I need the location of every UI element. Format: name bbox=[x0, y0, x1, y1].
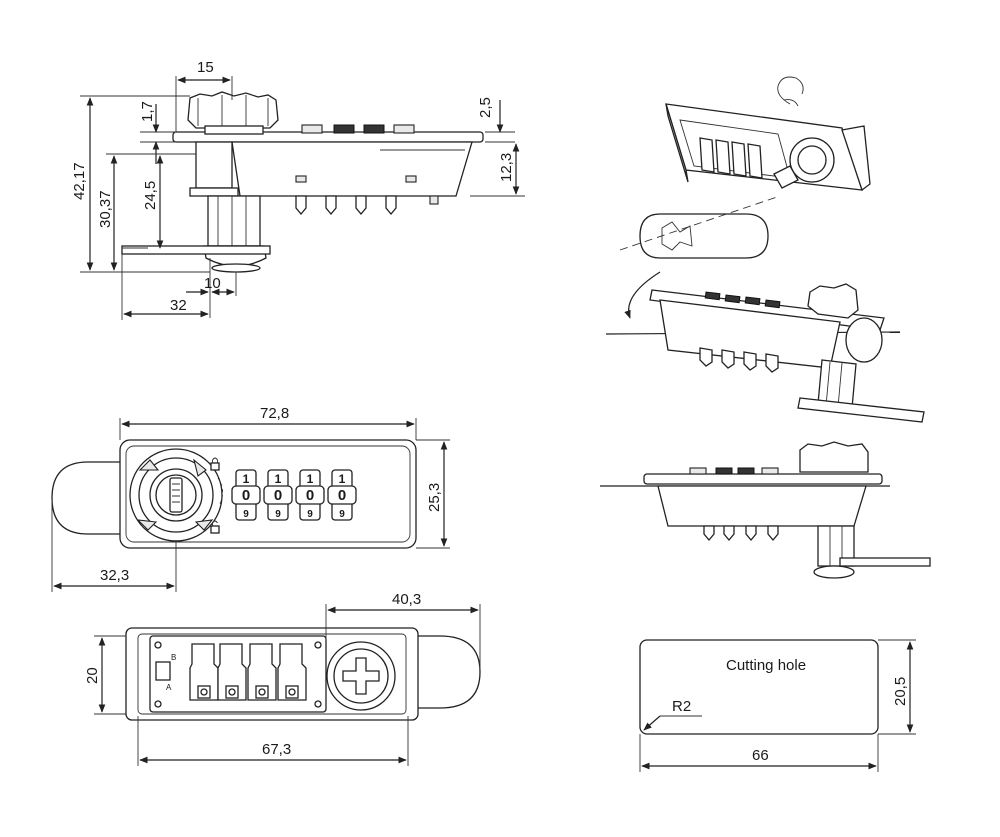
wheel-digit-bottom: 9 bbox=[339, 509, 345, 520]
gasket bbox=[639, 213, 769, 259]
side-wheel-tabs bbox=[301, 124, 415, 134]
dim-20: 20 bbox=[84, 667, 101, 684]
installed-tabs bbox=[689, 467, 779, 475]
rotation-arrow bbox=[624, 271, 661, 319]
side-wheel-stubs bbox=[295, 195, 439, 216]
dim-1-7: 1,7 bbox=[139, 101, 156, 122]
tilted-tabs bbox=[704, 291, 781, 309]
side-view: 15 1,7 42,17 30,37 24,5 2,5 bbox=[71, 59, 525, 320]
dim-40-3: 40,3 bbox=[392, 591, 421, 608]
wheel-digit-mid: 0 bbox=[338, 487, 346, 504]
lock-body-iso bbox=[665, 103, 863, 191]
wheel-digit-bottom: 9 bbox=[275, 509, 281, 520]
letter-b: B bbox=[171, 653, 176, 662]
retaining-clip bbox=[777, 76, 804, 105]
front-knob bbox=[129, 448, 223, 542]
wheel-digit-mid: 0 bbox=[274, 487, 282, 504]
dim-67-3: 67,3 bbox=[262, 741, 291, 758]
wheel-digit-mid: 0 bbox=[242, 487, 250, 504]
dim-10: 10 bbox=[204, 275, 221, 292]
back-view: B A 40,3 20 67,3 bbox=[84, 591, 481, 766]
dim-24-5: 24,5 bbox=[142, 181, 159, 210]
rotation-arc bbox=[217, 477, 223, 505]
dim-66: 66 bbox=[752, 747, 769, 764]
wheel-digit-top: 1 bbox=[275, 472, 282, 486]
wheel-digit-mid: 0 bbox=[306, 487, 314, 504]
wheel-digit-top: 1 bbox=[307, 472, 314, 486]
side-dimensions: 15 1,7 42,17 30,37 24,5 2,5 bbox=[71, 59, 525, 320]
cam-cylinder bbox=[203, 195, 267, 273]
dim-25-3: 25,3 bbox=[426, 483, 443, 512]
dim-15: 15 bbox=[197, 59, 214, 76]
knob bbox=[187, 91, 279, 129]
lock-icon bbox=[210, 457, 220, 471]
back-wheels bbox=[189, 643, 307, 701]
dim-32-3: 32,3 bbox=[100, 567, 129, 584]
dim-20-5: 20,5 bbox=[892, 677, 909, 706]
cam-bar bbox=[121, 245, 271, 255]
shaft bbox=[195, 141, 233, 189]
dim-r2: R2 bbox=[672, 698, 691, 715]
wheel-digit-top: 1 bbox=[243, 472, 250, 486]
exploded-view bbox=[600, 76, 931, 579]
wheel-digit-top: 1 bbox=[339, 472, 346, 486]
wheel-digit-bottom: 9 bbox=[307, 509, 313, 520]
cutting-hole-label: Cutting hole bbox=[726, 657, 806, 674]
combination-wheel: 10 9 bbox=[231, 469, 261, 521]
combination-wheel: 10 9 bbox=[295, 469, 325, 521]
iso-wheels bbox=[699, 137, 763, 179]
dim-30-37: 30,37 bbox=[97, 190, 114, 228]
dim-72-8: 72,8 bbox=[260, 405, 289, 422]
back-dimensions: 40,3 20 67,3 bbox=[84, 591, 481, 766]
dim-12-3: 12,3 bbox=[498, 153, 515, 182]
unlock-icon bbox=[210, 520, 220, 534]
dim-32: 32 bbox=[170, 297, 187, 314]
dim-2-5: 2,5 bbox=[477, 97, 494, 118]
combination-wheel: 10 9 bbox=[327, 469, 357, 521]
back-wheel bbox=[277, 643, 307, 701]
letter-a: A bbox=[166, 683, 172, 692]
cutting-hole-view: Cutting hole R2 20,5 66 bbox=[639, 639, 916, 772]
front-dimensions: 72,8 25,3 32,3 bbox=[51, 405, 450, 592]
back-wheel bbox=[247, 643, 277, 701]
cutting-hole-outline bbox=[639, 639, 879, 735]
combination-wheel: 10 9 bbox=[263, 469, 293, 521]
back-knob bbox=[326, 641, 396, 711]
back-wheel bbox=[189, 643, 219, 701]
back-wheel bbox=[217, 643, 247, 701]
wheel-digit-bottom: 9 bbox=[243, 509, 249, 520]
dim-42-17: 42,17 bbox=[71, 162, 88, 200]
